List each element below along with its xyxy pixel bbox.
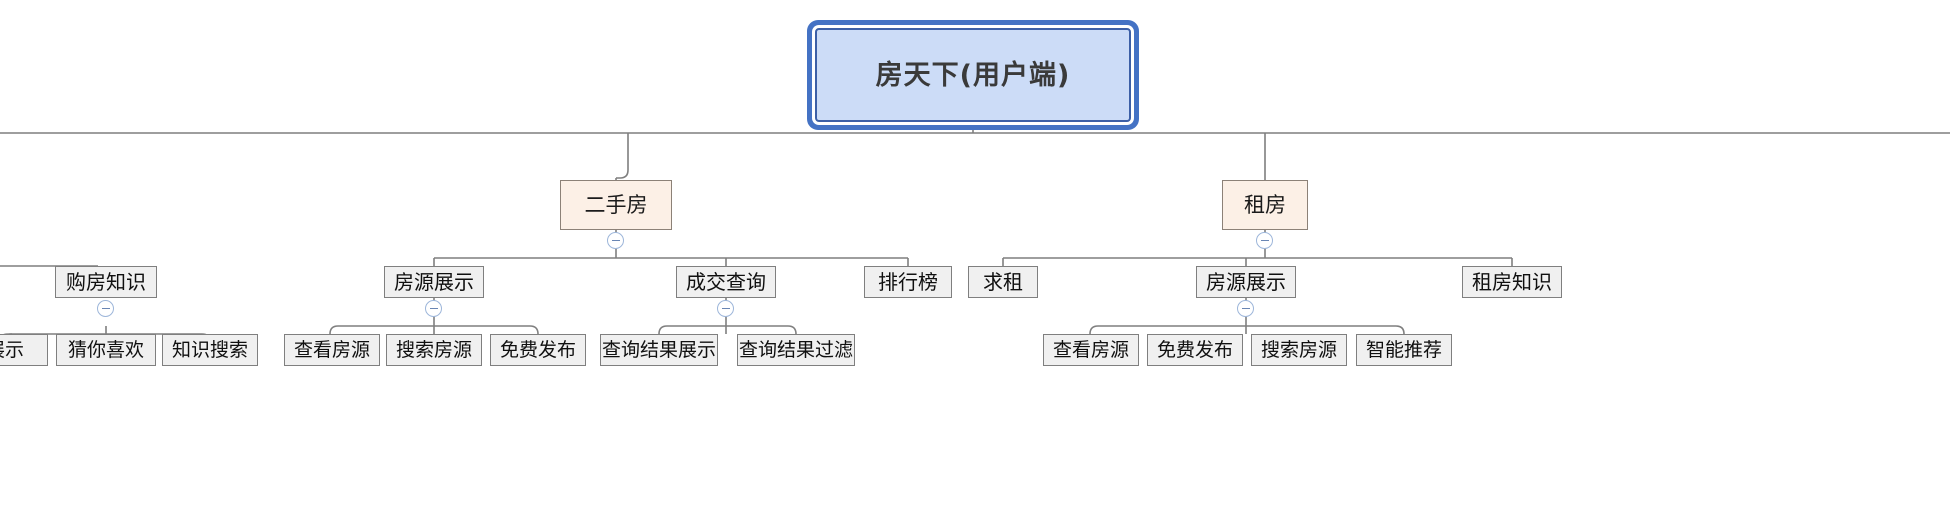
node-fangyuanzhanshi-zufang[interactable]: 房源展示: [1196, 266, 1296, 298]
node-paihangbang[interactable]: 排行榜: [864, 266, 952, 298]
leaf-mianfeifabu-2[interactable]: 免费发布: [1147, 334, 1243, 366]
leaf-chakanfangyuan-2[interactable]: 查看房源: [1043, 334, 1139, 366]
minus-circle-icon-chengjiaochaxun[interactable]: [717, 300, 734, 317]
minus-circle-icon-fangyuanzhanshi-1[interactable]: [425, 300, 442, 317]
minus-bar: [429, 307, 438, 310]
edge-cj-childrail: [658, 325, 797, 335]
node-fangyuanzhanshi-ershoufang[interactable]: 房源展示: [384, 266, 484, 298]
leaf-zhishisousuo[interactable]: 知识搜索: [162, 334, 258, 366]
minus-bar: [101, 307, 110, 310]
node-ershoufang[interactable]: 二手房: [560, 180, 672, 230]
node-zufangzhishi[interactable]: 租房知识: [1462, 266, 1562, 298]
node-chengjiaochaxun[interactable]: 成交查询: [676, 266, 776, 298]
leaf-chaxunjieguoguolv[interactable]: 查询结果过滤: [737, 334, 855, 366]
minus-bar: [1241, 307, 1250, 310]
minus-circle-icon-fangyuanzhanshi-2[interactable]: [1237, 300, 1254, 317]
minus-circle-icon-ershoufang[interactable]: [607, 232, 624, 249]
leaf-sousuofangyuan-2[interactable]: 搜索房源: [1251, 334, 1347, 366]
minus-circle-icon-zufang[interactable]: [1256, 232, 1273, 249]
leaf-chaxunjieguozhanshi[interactable]: 查询结果展示: [600, 334, 718, 366]
edge-fy2-childrail: [1089, 325, 1405, 335]
minus-bar: [1260, 239, 1269, 242]
leaf-zhinengtuijian[interactable]: 智能推荐: [1356, 334, 1452, 366]
edge-rail-to-ershoufang: [616, 133, 629, 179]
minus-bar: [721, 307, 730, 310]
node-goufangzhishi[interactable]: 购房知识: [55, 266, 157, 298]
node-qiuzu[interactable]: 求租: [968, 266, 1038, 298]
leaf-mianfeifabu-1[interactable]: 免费发布: [490, 334, 586, 366]
leaf-sousuofangyuan-1[interactable]: 搜索房源: [386, 334, 482, 366]
minus-circle-icon-goufangzhishi[interactable]: [97, 300, 114, 317]
leaf-zhanshi[interactable]: 展示: [0, 334, 48, 366]
leaf-chakanfangyuan-1[interactable]: 查看房源: [284, 334, 380, 366]
node-zufang[interactable]: 租房: [1222, 180, 1308, 230]
leaf-cainixihuan[interactable]: 猜你喜欢: [56, 334, 156, 366]
edge-fy1-childrail: [329, 325, 539, 335]
minus-bar: [611, 239, 620, 242]
root-node[interactable]: 房天下(用户端): [815, 28, 1131, 122]
